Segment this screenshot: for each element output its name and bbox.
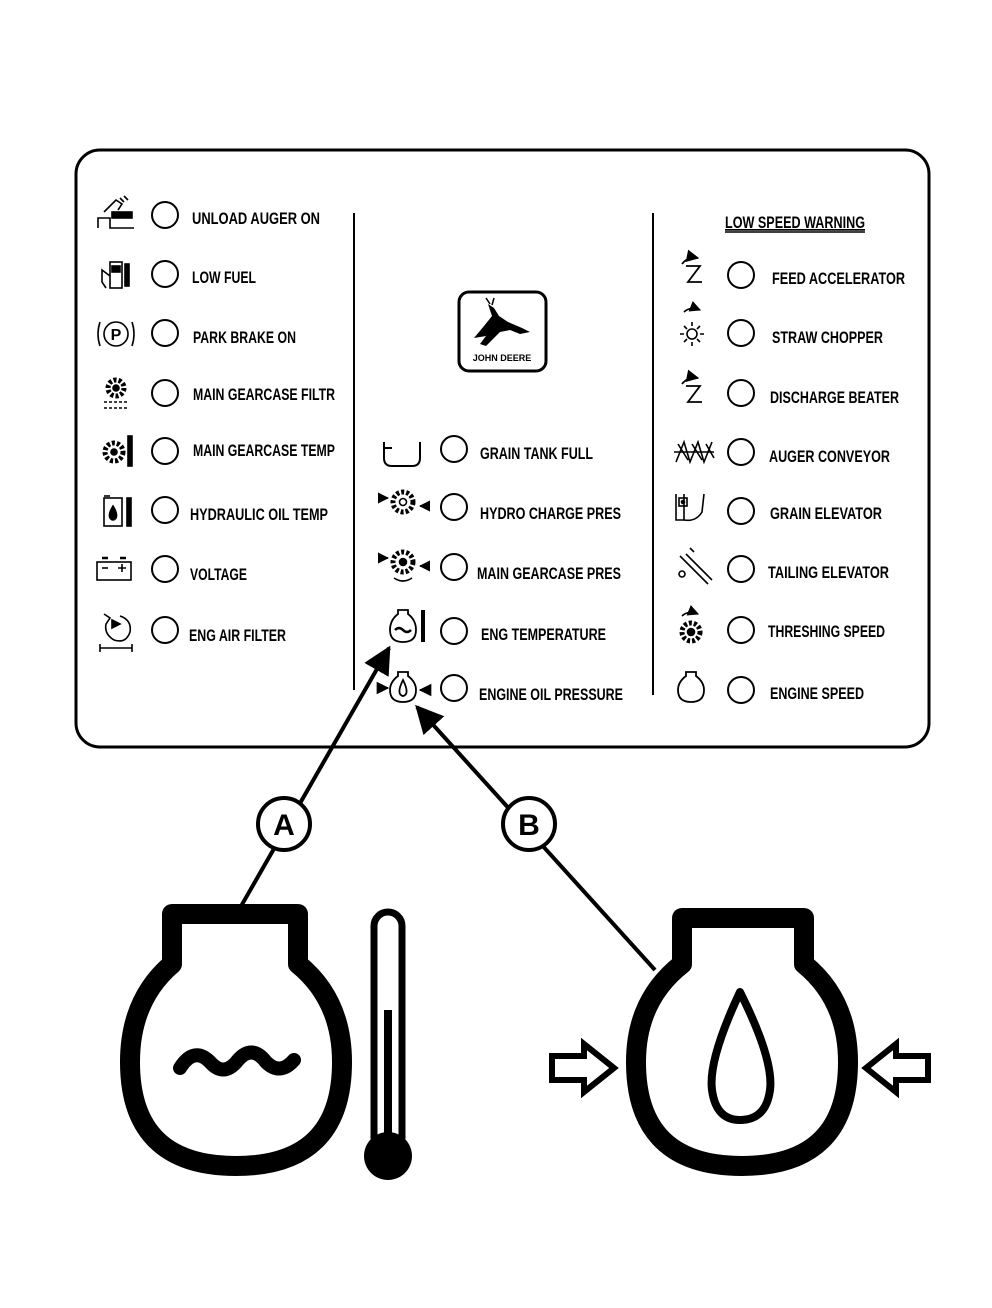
engine-oil-pressure-large-icon — [626, 908, 858, 1176]
air-filter-icon — [99, 613, 133, 652]
lamp-discharge-beater — [727, 379, 755, 407]
lamp-air-filter — [151, 616, 179, 644]
lamp-low-fuel — [151, 260, 179, 288]
lamp-grain-elevator — [727, 497, 755, 525]
tailing-elevator-icon — [678, 547, 713, 585]
label-tailing-elevator: TAILING ELEVATOR — [768, 563, 889, 582]
lamp-gearcase-filter — [151, 379, 179, 407]
lamp-feed-accelerator — [727, 261, 755, 289]
lamp-engine-speed — [727, 676, 755, 704]
label-park-brake: PARK BRAKE ON — [193, 328, 296, 347]
lamp-gearcase-pressure — [440, 553, 468, 581]
lamp-voltage — [151, 555, 179, 583]
lamp-engine-temperature — [440, 617, 468, 645]
label-threshing-speed: THRESHING SPEED — [768, 622, 885, 641]
callout-a-label: A — [273, 809, 295, 842]
grain-elevator-icon — [675, 493, 705, 522]
label-discharge-beater: DISCHARGE BEATER — [770, 388, 899, 407]
label-eng-air-filter: ENG AIR FILTER — [189, 626, 286, 645]
label-hydro-charge-pres: HYDRO CHARGE PRES — [480, 504, 621, 523]
indicator-panel — [74, 148, 931, 749]
lamp-tailing-elevator — [727, 555, 755, 583]
lamp-unload-auger — [151, 201, 179, 229]
indicator-lamps — [151, 201, 755, 704]
grain-tank-icon — [383, 442, 421, 467]
label-grain-elevator: GRAIN ELEVATOR — [770, 504, 882, 523]
low-speed-warning-header: LOW SPEED WARNING — [725, 213, 865, 232]
callout-b: B — [501, 796, 557, 852]
pressure-arrow-right-icon — [861, 1037, 931, 1099]
hydro-charge-pressure-icon — [377, 489, 431, 515]
threshing-speed-icon — [679, 605, 703, 644]
lamp-hydro-charge — [440, 493, 468, 521]
lamp-gearcase-temp — [151, 437, 179, 465]
label-grain-tank-full: GRAIN TANK FULL — [480, 444, 593, 463]
label-engine-oil-pressure: ENGINE OIL PRESSURE — [479, 685, 623, 704]
battery-icon — [96, 556, 132, 581]
unload-auger-icon — [97, 195, 134, 229]
callout-b-label: B — [518, 809, 540, 842]
logo-text: JOHN DEERE — [473, 353, 532, 363]
engine-coolant-temperature-icon — [120, 904, 352, 1176]
hydraulic-oil-temp-icon — [103, 495, 132, 527]
park-brake-icon: P — [97, 321, 135, 347]
engine-temperature-icon — [389, 609, 425, 643]
label-engine-speed: ENGINE SPEED — [770, 684, 864, 703]
lamp-hydraulic-oil-temp — [151, 496, 179, 524]
gearcase-temp-icon — [102, 435, 133, 467]
pressure-arrow-left-icon — [549, 1037, 619, 1099]
label-auger-conveyor: AUGER CONVEYOR — [769, 447, 890, 466]
lamp-auger-conveyor — [727, 438, 755, 466]
label-gearcase-temp: MAIN GEARCASE TEMP — [193, 441, 335, 460]
lamp-straw-chopper — [727, 319, 755, 347]
engine-oil-pressure-icon — [376, 671, 432, 703]
lamp-threshing-speed — [727, 616, 755, 644]
fuel-pump-icon — [101, 261, 130, 289]
lamp-grain-tank — [440, 435, 468, 463]
straw-chopper-icon — [680, 301, 704, 346]
engine-speed-icon — [677, 671, 705, 703]
gearcase-pressure-icon — [377, 549, 431, 582]
label-unload-auger: UNLOAD AUGER ON — [192, 209, 320, 228]
label-hydraulic-oil-temp: HYDRAULIC OIL TEMP — [190, 505, 328, 524]
leader-line-a — [238, 645, 391, 909]
label-low-fuel: LOW FUEL — [192, 268, 256, 287]
thermometer-icon — [364, 908, 412, 1180]
discharge-beater-icon — [681, 369, 702, 403]
callout-a: A — [256, 796, 312, 852]
label-gearcase-filter: MAIN GEARCASE FILTR — [193, 385, 335, 404]
lamp-park-brake — [151, 319, 179, 347]
label-gearcase-pres: MAIN GEARCASE PRES — [477, 564, 621, 583]
label-straw-chopper: STRAW CHOPPER — [772, 328, 883, 347]
label-voltage: VOLTAGE — [190, 565, 247, 584]
label-feed-accelerator: FEED ACCELERATOR — [772, 269, 905, 288]
feed-accelerator-icon — [681, 249, 702, 283]
auger-conveyor-icon — [674, 439, 715, 465]
lamp-engine-oil-pressure — [440, 674, 468, 702]
svg-text:P: P — [111, 327, 122, 344]
gearcase-filter-icon — [104, 377, 128, 409]
label-eng-temperature: ENG TEMPERATURE — [481, 625, 606, 644]
john-deere-logo: JOHN DEERE — [457, 290, 548, 373]
